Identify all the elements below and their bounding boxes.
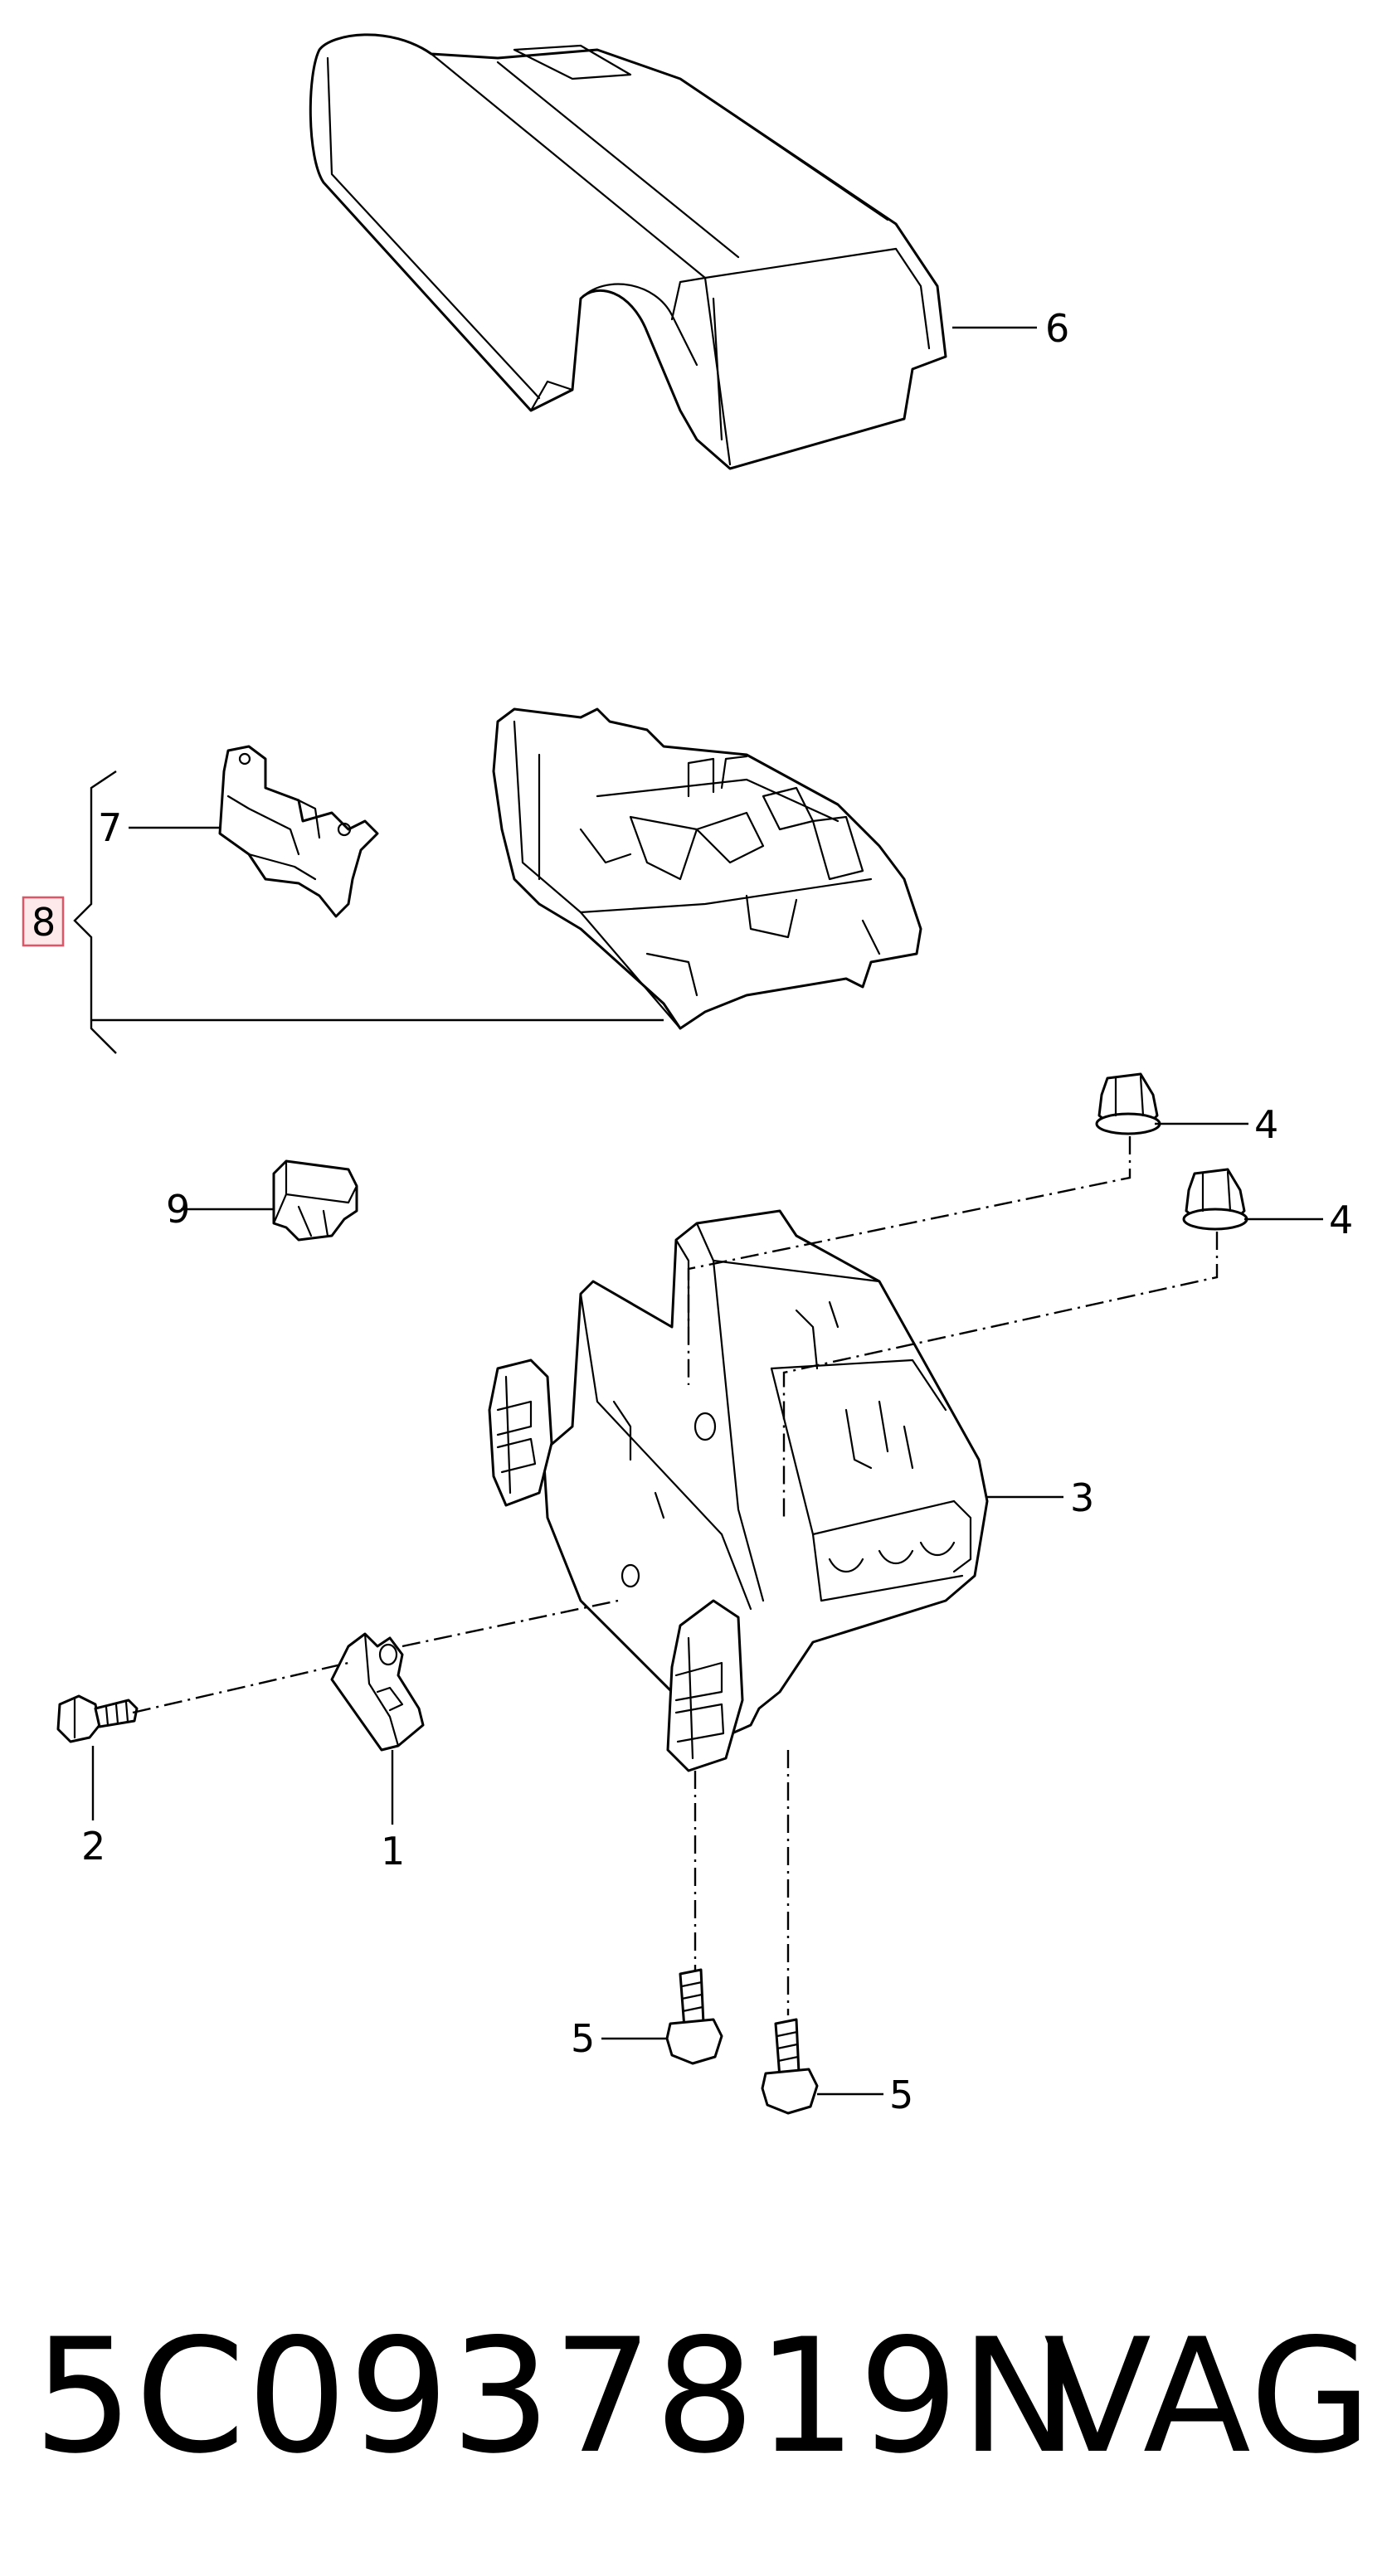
part-9-relay bbox=[272, 1159, 358, 1242]
callout-7: 7 bbox=[98, 805, 122, 850]
part-3-housing bbox=[488, 1209, 989, 1772]
part-4-nut-lower bbox=[1182, 1168, 1248, 1231]
footer-part-number: 5C0937819N bbox=[33, 2305, 1080, 2488]
footer-brand: VAG bbox=[1044, 2305, 1374, 2488]
part-5-screw-left bbox=[665, 1968, 723, 2065]
assembly-lines bbox=[132, 1136, 1219, 2015]
callout-9: 9 bbox=[166, 1187, 190, 1232]
callout-1: 1 bbox=[381, 1829, 405, 1874]
leader-lines bbox=[73, 326, 1323, 2096]
part-6-fuse-box-cover bbox=[309, 33, 947, 470]
callout-3: 3 bbox=[1070, 1475, 1094, 1520]
part-5-screw-right bbox=[761, 2018, 819, 2115]
callout-4-upper: 4 bbox=[1254, 1102, 1278, 1147]
callout-labels: 6 7 8 9 4 4 3 1 2 5 5 bbox=[22, 306, 1353, 2117]
callout-5-right: 5 bbox=[889, 2073, 913, 2117]
part-1-clip bbox=[330, 1632, 425, 1752]
part-4-nut-upper bbox=[1095, 1072, 1161, 1135]
part-7-bracket bbox=[218, 745, 379, 918]
callout-4-lower: 4 bbox=[1329, 1198, 1353, 1242]
callout-6: 6 bbox=[1045, 306, 1069, 351]
callout-8: 8 bbox=[32, 900, 56, 945]
callout-8-highlight bbox=[22, 896, 65, 947]
part-8-fuse-holder bbox=[492, 707, 922, 1030]
callout-2: 2 bbox=[81, 1824, 105, 1869]
part-2-bolt bbox=[56, 1694, 139, 1743]
callout-5-left: 5 bbox=[571, 2016, 595, 2061]
